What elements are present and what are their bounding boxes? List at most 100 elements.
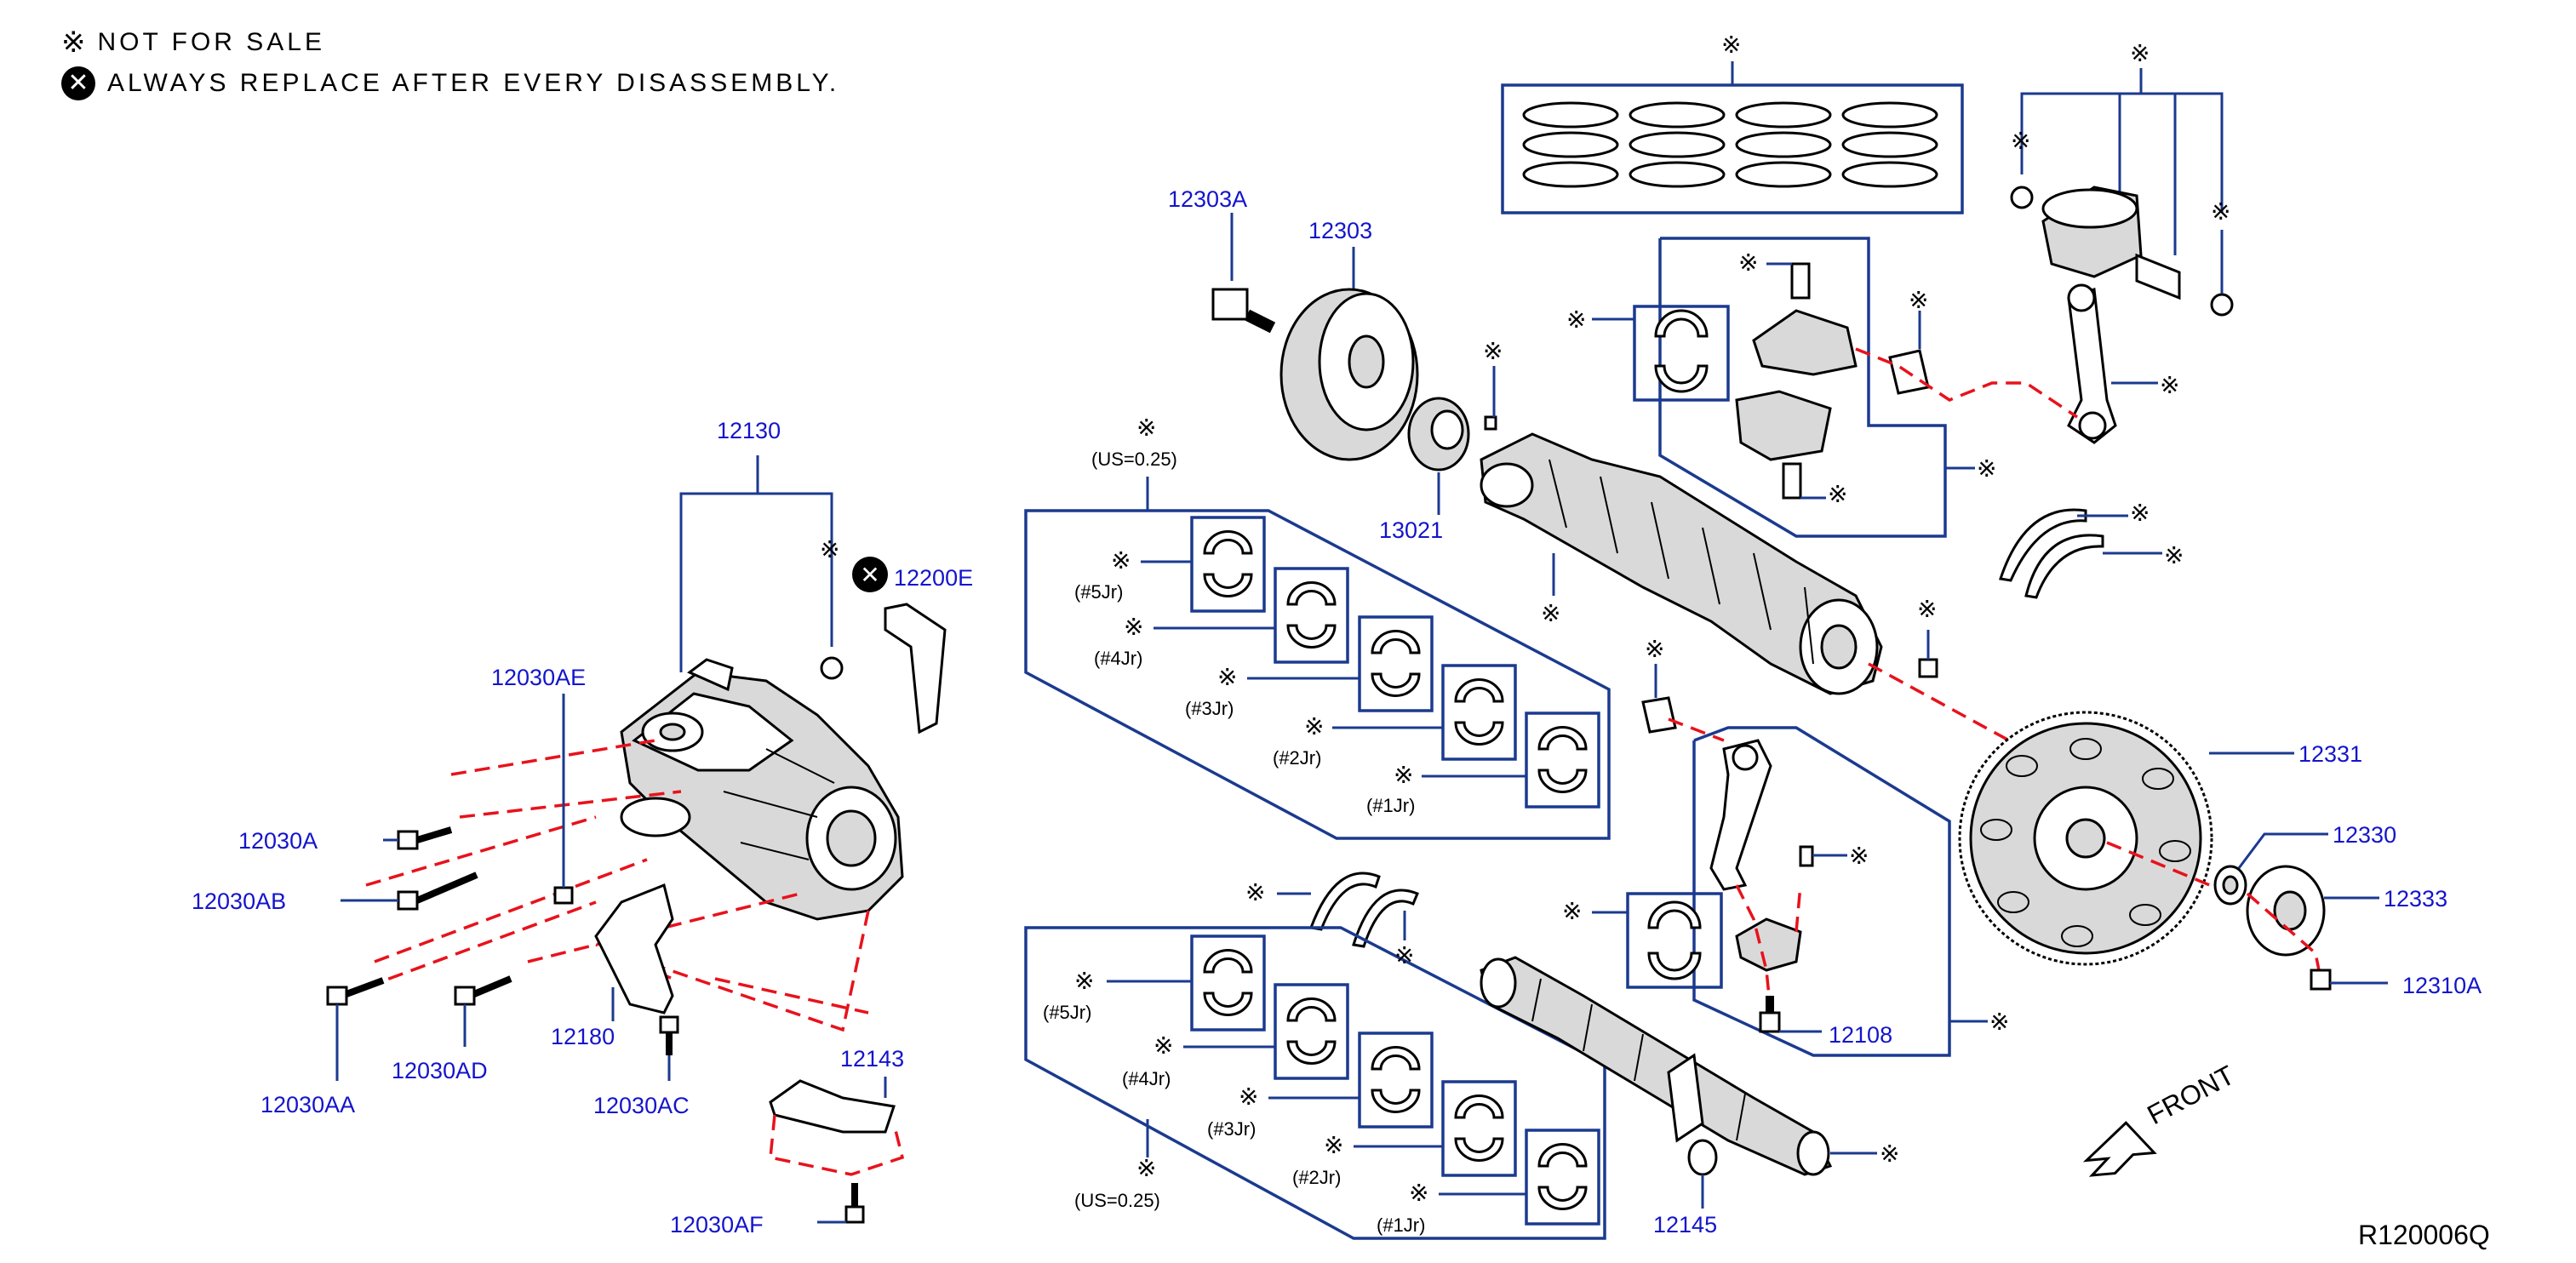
label-12030a: 12030A: [238, 828, 318, 854]
nfs-mark: ※: [1111, 546, 1131, 574]
nfs-mark: ※: [2164, 541, 2184, 569]
journal-note: (#2Jr): [1273, 747, 1321, 769]
woodruff-key: [1484, 415, 1497, 431]
conrod-bolt-upper: [1790, 262, 1811, 300]
bolt-12030ae: [553, 694, 574, 905]
journal-note: (#2Jr): [1292, 1167, 1341, 1188]
bolt-12030a: [383, 826, 453, 850]
piston-pin-clip-left: [2010, 186, 2034, 209]
front-label: FRONT: [2142, 1060, 2239, 1131]
nfs-mark: ※: [1977, 454, 1996, 483]
bolt-12030af: [817, 1183, 865, 1224]
nfs-mark: ※: [1645, 635, 1664, 663]
bearing-upper-5jr: [1141, 516, 1266, 613]
legend-replace-text: ALWAYS REPLACE AFTER EVERY DISASSEMBLY.: [107, 69, 840, 97]
replace-symbol-glyph: ✕: [860, 561, 879, 589]
journal-note: (#4Jr): [1122, 1068, 1171, 1089]
nfs-mark: ※: [1245, 878, 1265, 906]
label-12333: 12333: [2384, 886, 2447, 912]
conrod-lower-group: [1592, 664, 1988, 1057]
nfs-mark: ※: [1394, 761, 1413, 789]
main-bearing-upper-group: [1024, 477, 1611, 840]
label-12330: 12330: [2333, 822, 2396, 848]
nfs-mark: ※: [1304, 712, 1324, 740]
nfs-mark: ※: [1136, 414, 1156, 442]
nfs-mark: ※: [1217, 663, 1237, 691]
nfs-mark: ※: [1721, 31, 1741, 59]
label-12030aa: 12030AA: [260, 1092, 355, 1117]
journal-note: (#1Jr): [1377, 1214, 1425, 1236]
conrod-cap-middle: [1735, 917, 1802, 972]
crank-bushing: [1641, 696, 1677, 734]
replace-icon: ✕: [61, 66, 95, 100]
pulley-bolt: [1211, 288, 1276, 334]
thrust-washers-middle: [1277, 872, 1419, 948]
bearing-notes: (US=0.25) (#5Jr) (#4Jr) (#3Jr) (#2Jr) (#…: [1043, 449, 1425, 1236]
bracket-12180: [594, 883, 674, 1014]
legend-not-for-sale: ※ NOT FOR SALE: [61, 26, 325, 60]
label-12200e: 12200E: [894, 565, 973, 591]
undersize-note-upper: (US=0.25): [1091, 449, 1177, 470]
legend-replace: ✕ ALWAYS REPLACE AFTER EVERY DISASSEMBLY…: [61, 66, 839, 100]
label-12143: 12143: [840, 1046, 904, 1072]
label-12310a: 12310A: [2402, 973, 2482, 998]
label-12331: 12331: [2298, 741, 2362, 767]
main-bearing-lower-group: [1024, 926, 1606, 1240]
bearing-lower-2jr: [1354, 1080, 1517, 1177]
piston-pin: [2135, 253, 2181, 300]
nfs-mark: ※: [1566, 306, 1586, 334]
bearing-upper-2jr: [1332, 664, 1517, 761]
not-for-sale-marks: ※ ※ ※ ※ ※ ※ ※ ※ ※ ※ ※ ※ ※ ※ ※ ※ ※ ※ ※ ※ …: [820, 31, 2230, 1207]
ring-set-2: [1629, 101, 1726, 188]
crankshaft: [1480, 366, 1938, 695]
label-12180: 12180: [551, 1024, 615, 1049]
ring-set-4: [1841, 101, 1938, 188]
bearing-upper-3jr: [1247, 615, 1434, 712]
thrust-washers-right: [1999, 508, 2162, 599]
bolt-12030ad: [454, 975, 512, 1047]
nfs-mark: ※: [2011, 127, 2030, 155]
bearing-lower-3jr: [1268, 1032, 1434, 1129]
conrod-dowel: [1799, 845, 1814, 867]
label-13021: 13021: [1379, 517, 1443, 543]
journal-note: (#3Jr): [1207, 1118, 1256, 1140]
connecting-rod: [2067, 287, 2117, 444]
bearing-lower-4jr: [1183, 983, 1349, 1080]
oil-baffle-12143: [769, 1079, 896, 1134]
label-12108: 12108: [1829, 1022, 1892, 1048]
nfs-mark: ※: [1917, 595, 1937, 623]
not-for-sale-icon: ※: [61, 26, 86, 59]
nfs-mark: ※: [1909, 286, 1928, 314]
conrod-lower: [1709, 739, 1772, 891]
nfs-mark: ※: [820, 535, 839, 563]
journal-note: (#1Jr): [1366, 795, 1415, 816]
undersize-note-lower: (US=0.25): [1074, 1190, 1160, 1211]
nfs-mark: ※: [2160, 371, 2179, 399]
balancer-shaft: [1480, 956, 1877, 1209]
oil-pump-drawing: [620, 658, 904, 921]
bearing-lower-5jr: [1107, 934, 1266, 1032]
bolt-12030ab: [341, 872, 478, 911]
label-12130: 12130: [717, 418, 781, 443]
label-12145: 12145: [1653, 1212, 1717, 1237]
conrod-bolt-12108: [1759, 996, 1822, 1033]
crank-pilot-bushing: [1918, 658, 1938, 678]
piston-assembly: [2010, 68, 2234, 444]
drive-plate: [1868, 662, 2294, 966]
bolt-12030ac: [659, 1015, 679, 1081]
journal-note: (#4Jr): [1094, 648, 1142, 669]
piston-pin-clip-right: [2210, 293, 2234, 317]
bolt-12310a: [2310, 969, 2388, 991]
conrod-cap-upper: [1752, 309, 1858, 376]
nfs-mark: ※: [1562, 897, 1582, 925]
o-ring: [820, 656, 844, 680]
nfs-mark: ※: [2130, 499, 2150, 527]
bearing-upper-1jr: [1422, 712, 1600, 809]
nfs-mark: ※: [1394, 941, 1414, 969]
journal-note: (#5Jr): [1043, 1002, 1091, 1023]
front-arrow: [2082, 1121, 2157, 1177]
nfs-mark: ※: [1124, 613, 1143, 641]
label-12030ab: 12030AB: [192, 889, 286, 914]
reinforcement-plate-parts: [2213, 832, 2388, 991]
